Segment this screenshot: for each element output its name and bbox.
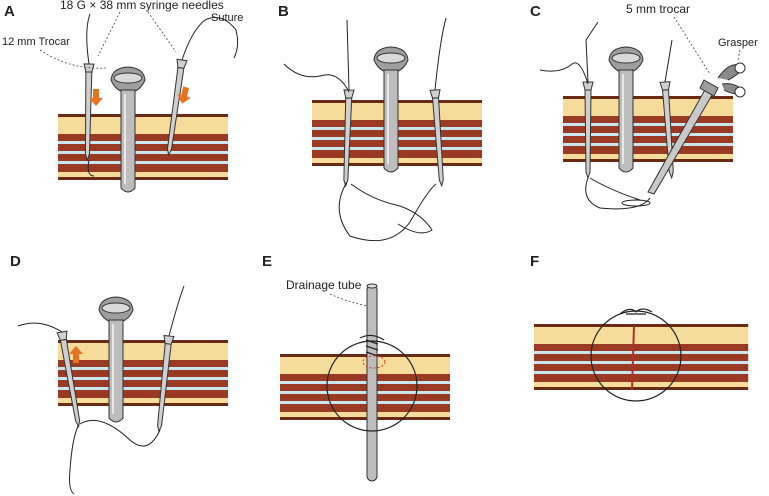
needles-leader (97, 11, 177, 57)
trocar5-label: 5 mm trocar (626, 2, 690, 16)
panel-f: F (530, 253, 749, 402)
trocar-5mm-head (699, 79, 719, 97)
grasper-ring-2 (734, 86, 746, 98)
tissue-slab-f (534, 324, 749, 390)
panel-letter-a: A (4, 3, 15, 20)
panel-c: C 5 mm trocar Grasper (530, 2, 758, 210)
panel-letter-d: D (10, 253, 21, 270)
suture-a (86, 13, 239, 65)
needles-label: 18 G × 38 mm syringe needles (60, 0, 224, 12)
suture-d (17, 285, 185, 495)
drainage-tube (366, 284, 378, 482)
purse-string-suture-f (590, 310, 682, 402)
trocar12-label: 12 mm Trocar (2, 36, 70, 48)
panel-b: B (278, 3, 482, 242)
panel-letter-c: C (530, 3, 541, 20)
drainage-label: Drainage tube (286, 278, 362, 292)
suture-c (539, 21, 673, 210)
drainage-tube-end (366, 283, 378, 289)
highlight-ring-e (362, 355, 386, 369)
panel-d: D (10, 253, 228, 495)
suture-b (283, 17, 447, 242)
drainage-leader (329, 293, 368, 307)
tissue-slab-e (280, 354, 450, 420)
panel-letter-f: F (530, 253, 539, 270)
suture-label: Suture (211, 12, 243, 24)
trocar12-leader (39, 49, 107, 69)
panel-e: E Drainage tube (262, 253, 450, 482)
panel-letter-e: E (262, 253, 272, 270)
grasper-label: Grasper (718, 37, 758, 49)
grasper-leader (737, 49, 741, 61)
incision-line-f (631, 325, 635, 391)
panel-letter-b: B (278, 3, 289, 20)
trocar5-leader (673, 16, 711, 75)
tissue-slab-d (58, 340, 228, 406)
tie-knot-f (619, 308, 653, 315)
suture-loop-a (87, 159, 95, 177)
tie-knot-e (359, 334, 385, 357)
tissue-slab-a (58, 114, 228, 180)
grasper-tip (621, 199, 651, 207)
grasper-ring-1 (734, 62, 746, 74)
purse-string-suture-e (326, 340, 418, 432)
panel-a: A 18 G × 38 mm syringe needles Suture 12… (2, 0, 243, 193)
